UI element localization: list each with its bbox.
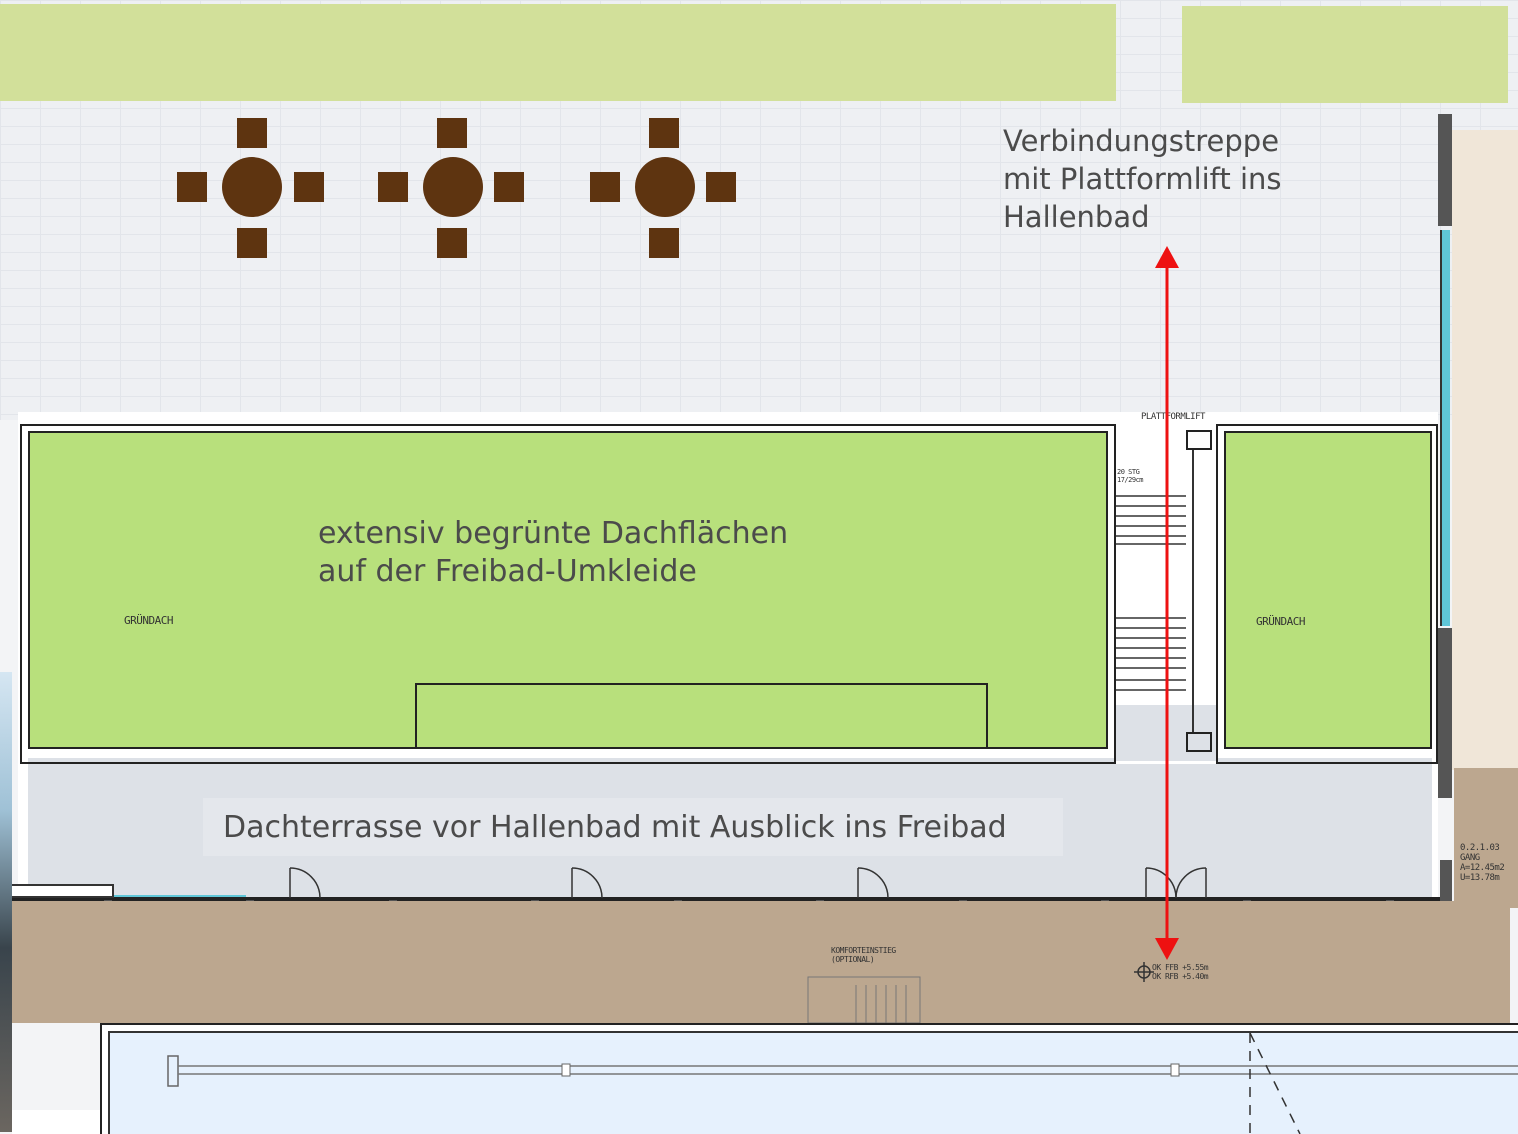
room-perimeter: U=13.78m [1460, 873, 1500, 883]
chair-icon [590, 172, 620, 202]
room-label: 0.2.1.03 GANG A=12.45m2 U=13.78m [1460, 843, 1505, 883]
level-line: OK FFB +5.55m [1152, 963, 1209, 972]
room-name: GANG [1460, 853, 1480, 863]
lift-rail [1192, 450, 1194, 732]
pool-edge-left [12, 1110, 100, 1134]
header-bar-left [0, 4, 1116, 101]
stair-caption: Verbindungstreppe mit Plattformlift ins … [1003, 122, 1282, 236]
stair-note-line: 17/29cm [1117, 476, 1144, 484]
window-strip [1440, 230, 1450, 626]
gruendach-label-left: GRÜNDACH [124, 614, 173, 627]
exterior-wall [1438, 114, 1452, 226]
level-label: OK FFB +5.55m OK RFB +5.40m [1152, 963, 1209, 981]
level-line: OK RFB +5.40m [1152, 972, 1209, 981]
stair-caption-line: Hallenbad [1003, 200, 1150, 234]
round-table-icon [635, 157, 695, 217]
room-code: 0.2.1.03 [1460, 843, 1500, 853]
header-bar-right [1182, 6, 1508, 103]
stair-caption-line: mit Plattformlift ins [1003, 162, 1282, 196]
roof-caption-line: auf der Freibad-Umkleide [318, 554, 697, 589]
pool-dashed-lines [1249, 1033, 1301, 1134]
pool-lane-line [167, 1055, 1518, 1087]
chair-icon [494, 172, 524, 202]
komfort-steps [807, 976, 921, 1024]
stair-note-line: 20 STG [1117, 468, 1140, 476]
room-area: A=12.45m2 [1460, 863, 1505, 873]
chair-icon [649, 118, 679, 148]
roof-caption-line: extensiv begrünte Dachflächen [318, 516, 789, 551]
hallenbad-interior [1452, 130, 1518, 770]
lift-box [1186, 430, 1212, 450]
round-table-icon [222, 157, 282, 217]
terrace-wall-line [8, 897, 1440, 901]
terrace-caption: Dachterrasse vor Hallenbad mit Ausblick … [223, 810, 1007, 845]
double-headed-arrow-icon [1155, 246, 1179, 960]
exterior-wall [1438, 628, 1452, 798]
chair-icon [649, 228, 679, 258]
chair-icon [237, 118, 267, 148]
roof-outline-right [1216, 424, 1438, 764]
balcony-rail [8, 884, 114, 898]
terrace-caption-box [203, 798, 1063, 856]
corridor-gang [1454, 768, 1518, 908]
komfort-line: KOMFORTEINSTIEG [831, 946, 896, 955]
roof-inner-rect [415, 683, 988, 749]
corridor-floor [8, 901, 1510, 1023]
gruendach-label-right: GRÜNDACH [1256, 615, 1305, 628]
chair-icon [378, 172, 408, 202]
komfort-label: KOMFORTEINSTIEG (OPTIONAL) [831, 946, 896, 964]
chair-icon [237, 228, 267, 258]
level-marker-icon [1134, 962, 1154, 982]
chair-icon [706, 172, 736, 202]
stair-treads [1116, 495, 1186, 691]
stair-note: 20 STG 17/29cm [1117, 468, 1144, 484]
chair-icon [177, 172, 207, 202]
round-table-icon [423, 157, 483, 217]
roof-caption: extensiv begrünte Dachflächen auf der Fr… [318, 515, 788, 591]
komfort-line: (OPTIONAL) [831, 955, 875, 964]
green-roof-right [1224, 431, 1432, 749]
green-roof-left [28, 431, 1108, 749]
platformlift-label: PLATTFORMLIFT [1141, 412, 1205, 422]
pool-water [108, 1031, 1518, 1134]
photo-strip [0, 672, 12, 1132]
chair-icon [294, 172, 324, 202]
chair-icon [437, 118, 467, 148]
roof-outline-left [20, 424, 1116, 764]
stair-caption-line: Verbindungstreppe [1003, 124, 1280, 158]
lift-box [1186, 732, 1212, 752]
chair-icon [437, 228, 467, 258]
